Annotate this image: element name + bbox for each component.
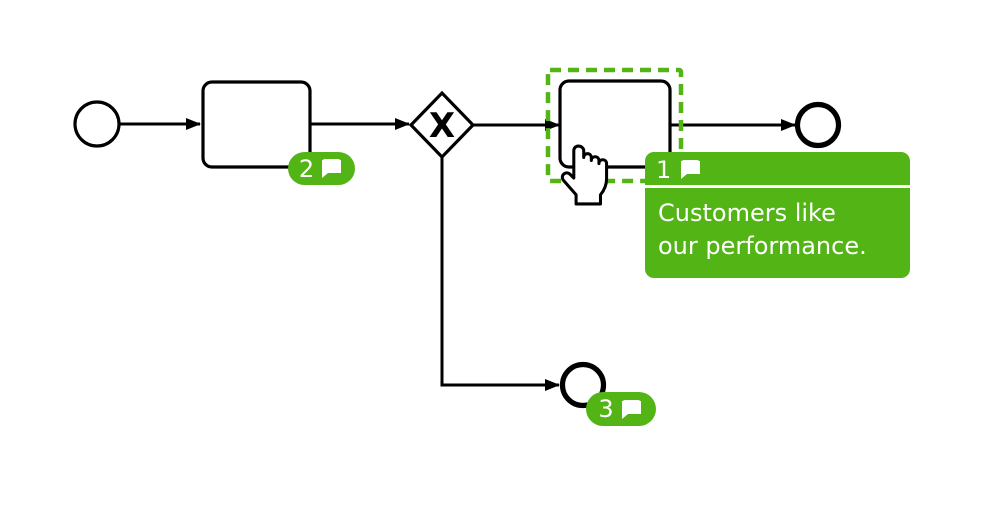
tooltip-divider [645,185,910,188]
sequence-flow-gateway-to-end2 [440,157,560,391]
comment-text-line1: Customers like [658,199,836,227]
comment-text: Customers like our performance. [645,188,910,263]
comment-count: 3 [598,395,614,423]
comment-count: 2 [298,154,315,183]
comment-icon [681,160,701,179]
gateway-x-marker: X [429,106,455,146]
selection-highlight [545,67,684,184]
comment-badge-end-event[interactable]: 3 [586,392,656,426]
start-event[interactable] [73,100,121,148]
hand-pointer-cursor [560,144,609,206]
comment-tooltip: 1 Customers like our performance. [645,152,910,278]
comment-icon [322,159,342,178]
exclusive-gateway[interactable] [408,90,476,160]
comment-badge-task1[interactable]: 2 [288,152,355,185]
comment-icon [621,399,641,419]
comment-count: 1 [656,155,672,184]
comment-tooltip-header[interactable]: 1 [645,152,910,185]
selected-task[interactable] [558,79,672,169]
end-event-1[interactable] [794,101,842,149]
task-1[interactable] [201,80,312,169]
comment-text-line2: our performance. [658,232,867,260]
